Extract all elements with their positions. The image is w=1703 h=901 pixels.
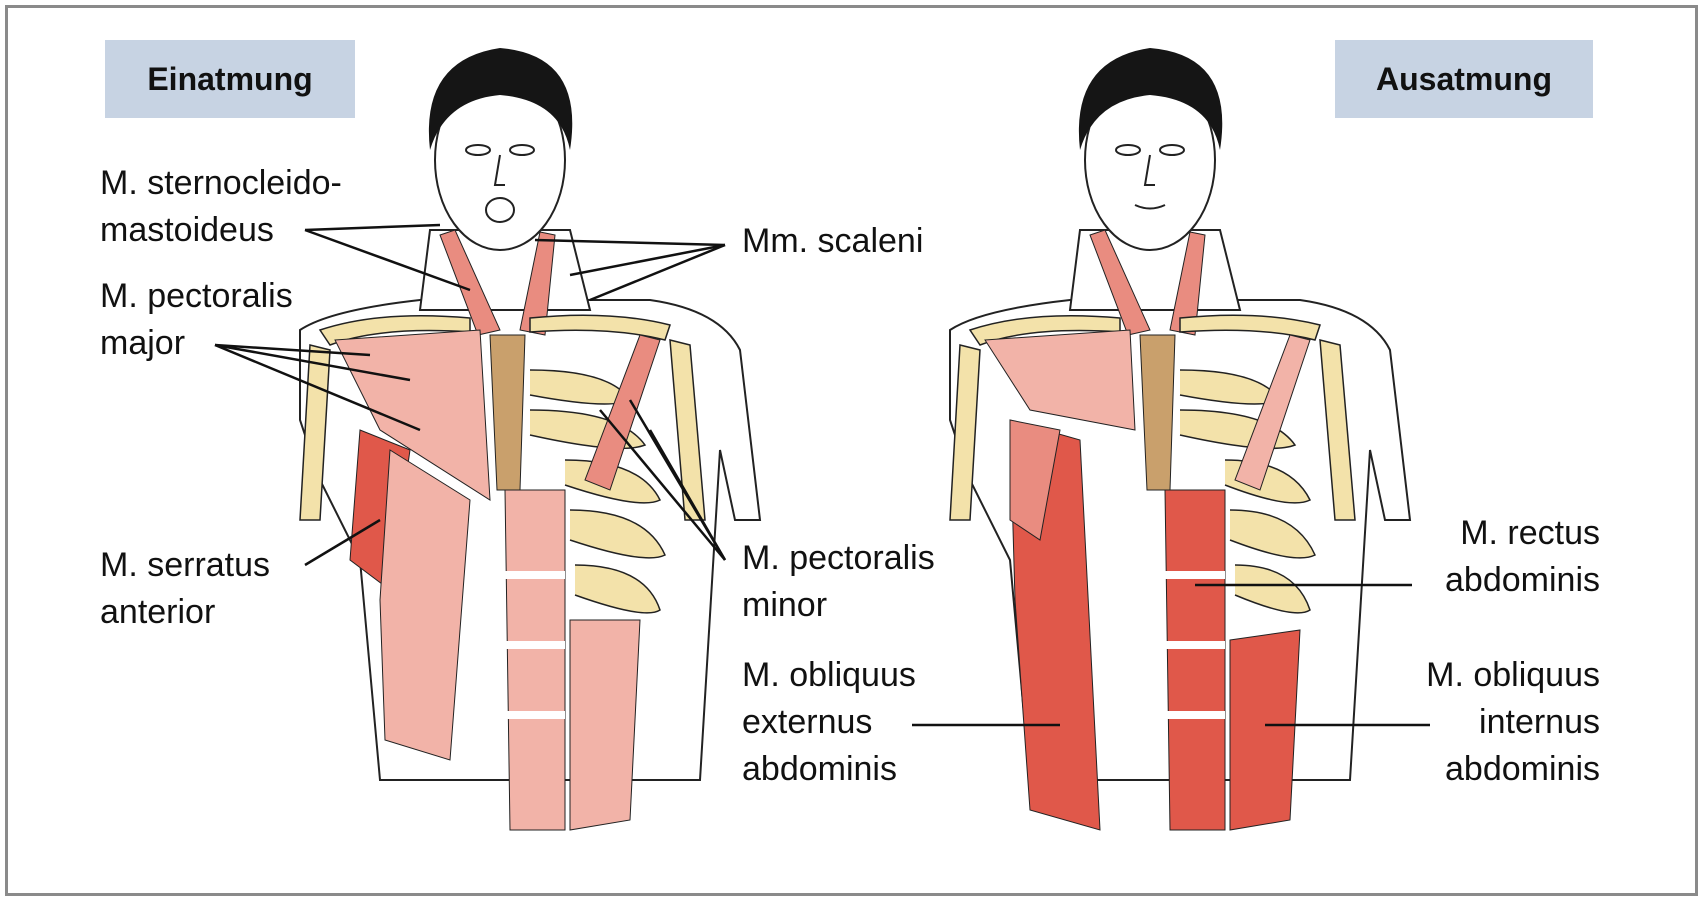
label-rectus-abdominis: M. rectus abdominis xyxy=(1445,510,1600,604)
inhalation-torso xyxy=(300,48,760,830)
label-pectoralis-major: M. pectoralis major xyxy=(100,273,293,367)
label-obliquus-internus: M. obliquus internus abdominis xyxy=(1426,652,1600,793)
label-sternocleidomastoideus: M. sternocleido- mastoideus xyxy=(100,160,342,254)
exhalation-badge: Ausatmung xyxy=(1335,40,1593,118)
label-serratus-anterior: M. serratus anterior xyxy=(100,542,270,636)
inhalation-badge: Einatmung xyxy=(105,40,355,118)
label-pectoralis-minor: M. pectoralis minor xyxy=(742,535,935,629)
exhalation-torso xyxy=(950,48,1410,830)
label-scaleni: Mm. scaleni xyxy=(742,218,923,265)
label-obliquus-externus: M. obliquus externus abdominis xyxy=(742,652,916,793)
